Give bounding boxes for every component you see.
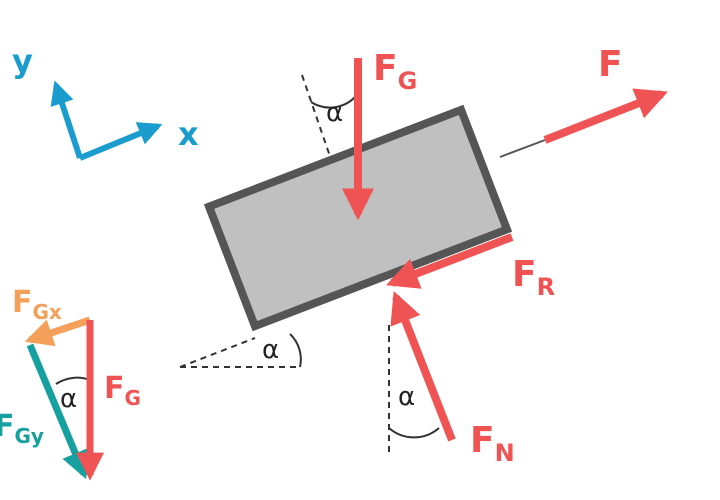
y-axis-label: y [12,42,33,80]
angle-arc-incline [289,333,302,368]
angle-arcs [289,96,440,439]
forces [342,58,668,442]
angle-label-normal: α [398,382,415,412]
gravity-total-label: FG [104,371,141,410]
rope-line [499,139,546,158]
gravity-decomposition: FGx FGy FG [0,285,141,481]
gravity-component-y-label: FGy [0,409,44,448]
gravity-component-x-label: FGx [12,285,62,324]
friction-force-label: FR [512,254,555,301]
angle-arc-gravity [310,96,356,109]
normal-force-arrow [390,291,456,442]
pull-force-arrow [543,88,668,144]
x-axis-arrow [78,122,163,161]
gravity-force-label: FG [373,48,417,95]
friction-force-arrow [386,233,514,289]
incline-slope-line [179,337,256,368]
coordinate-system: y x [12,42,199,161]
pull-force-label: F [598,44,623,85]
x-axis-label: x [178,115,199,153]
y-axis-arrow [50,80,83,159]
normal-force-label: FN [470,420,515,467]
angle-arc-normal [388,427,440,439]
angle-label-incline: α [262,335,279,365]
gravity-component-x-arrow [24,316,92,347]
angle-label-gravity: α [326,98,343,128]
angle-label-decomposition: α [60,384,77,414]
gravity-component-y-arrow [26,343,89,480]
